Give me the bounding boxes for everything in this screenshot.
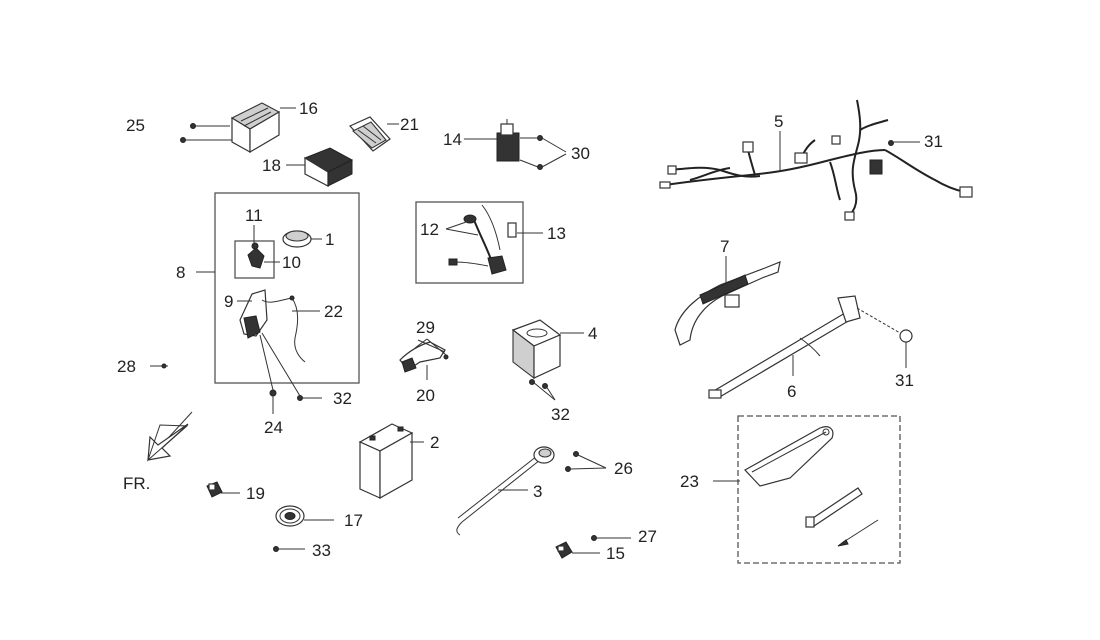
- callout-23: 23: [680, 472, 699, 491]
- fuse-holder-part: [348, 116, 391, 152]
- group-box-8: [214, 192, 360, 384]
- battery-part: [358, 423, 414, 500]
- cable-grommet-part: [674, 261, 781, 346]
- callout-29: 29: [416, 318, 435, 337]
- callout-17: 17: [344, 511, 363, 530]
- screw-part-27: [591, 535, 597, 541]
- callout-32-cdi: 32: [551, 405, 570, 424]
- callout-32-lock: 32: [333, 389, 352, 408]
- callout-1: 1: [325, 230, 334, 249]
- relay-part: [303, 147, 354, 187]
- group-box-13: [415, 201, 524, 284]
- leader-lines: [164, 107, 920, 554]
- callout-24: 24: [264, 418, 283, 437]
- clip-part: [206, 481, 223, 498]
- callout-2: 2: [430, 433, 439, 452]
- bolt-part-31a: [888, 140, 894, 146]
- callout-16: 16: [299, 99, 318, 118]
- callout-13: 13: [547, 224, 566, 243]
- callout-15: 15: [606, 544, 625, 563]
- callout-25: 25: [126, 116, 145, 135]
- callout-22: 22: [324, 302, 343, 321]
- callout-11: 11: [245, 206, 263, 225]
- callout-9: 9: [224, 292, 233, 311]
- bolt-part-29: [443, 354, 449, 360]
- callout-30: 30: [571, 144, 590, 163]
- fuse-box-cover-part: [230, 102, 281, 154]
- screw-part-24: [269, 389, 277, 397]
- callout-7: 7: [720, 237, 729, 256]
- callout-10: 10: [282, 253, 301, 272]
- callout-26: 26: [614, 459, 633, 478]
- cdi-unit-part: [511, 319, 562, 380]
- horn-part: [275, 505, 305, 527]
- callout-27: 27: [638, 527, 657, 546]
- wire-harness-part: [659, 99, 973, 221]
- pin-part: [150, 363, 167, 369]
- bracket-part: [399, 339, 446, 373]
- callout-21: 21: [400, 115, 419, 134]
- callout-31-bottom: 31: [895, 371, 914, 390]
- callout-14: 14: [443, 130, 462, 149]
- screw-part-32a: [297, 395, 303, 401]
- callout-12: 12: [420, 220, 439, 239]
- callout-19: 19: [246, 484, 265, 503]
- starter-relay-part: [496, 119, 520, 162]
- front-direction-label: FR.: [123, 474, 150, 493]
- nut-part-31b: [899, 329, 913, 343]
- screw-part-26a: [573, 451, 579, 457]
- fuel-sender-part: [456, 446, 555, 536]
- stand-rod-part: [708, 295, 861, 399]
- callout-20: 20: [416, 386, 435, 405]
- screw-part-25a: [190, 123, 196, 129]
- screw-part-30a: [537, 135, 543, 141]
- callout-31-top: 31: [924, 132, 943, 151]
- callout-6: 6: [787, 382, 796, 401]
- side-stand-switch-part: [448, 204, 517, 275]
- key-switch-part: [247, 242, 265, 269]
- lock-assembly-part: [239, 289, 306, 363]
- screw-part-26b: [565, 466, 571, 472]
- callout-8: 8: [176, 263, 185, 282]
- screw-part-32b: [529, 379, 535, 385]
- callout-18: 18: [262, 156, 281, 175]
- callout-28: 28: [117, 357, 136, 376]
- callout-4: 4: [588, 324, 597, 343]
- screw-part-25b: [180, 137, 186, 143]
- small-switch-part: [555, 541, 573, 559]
- screw-part-30b: [537, 164, 543, 170]
- group-box-23: [737, 415, 901, 564]
- tool-kit-part: [744, 426, 879, 547]
- callout-3: 3: [533, 482, 542, 501]
- front-direction-arrow: [146, 411, 193, 462]
- callout-33: 33: [312, 541, 331, 560]
- ignition-cap-part: [282, 230, 312, 248]
- screw-part-33: [273, 546, 279, 552]
- callout-5: 5: [774, 112, 783, 131]
